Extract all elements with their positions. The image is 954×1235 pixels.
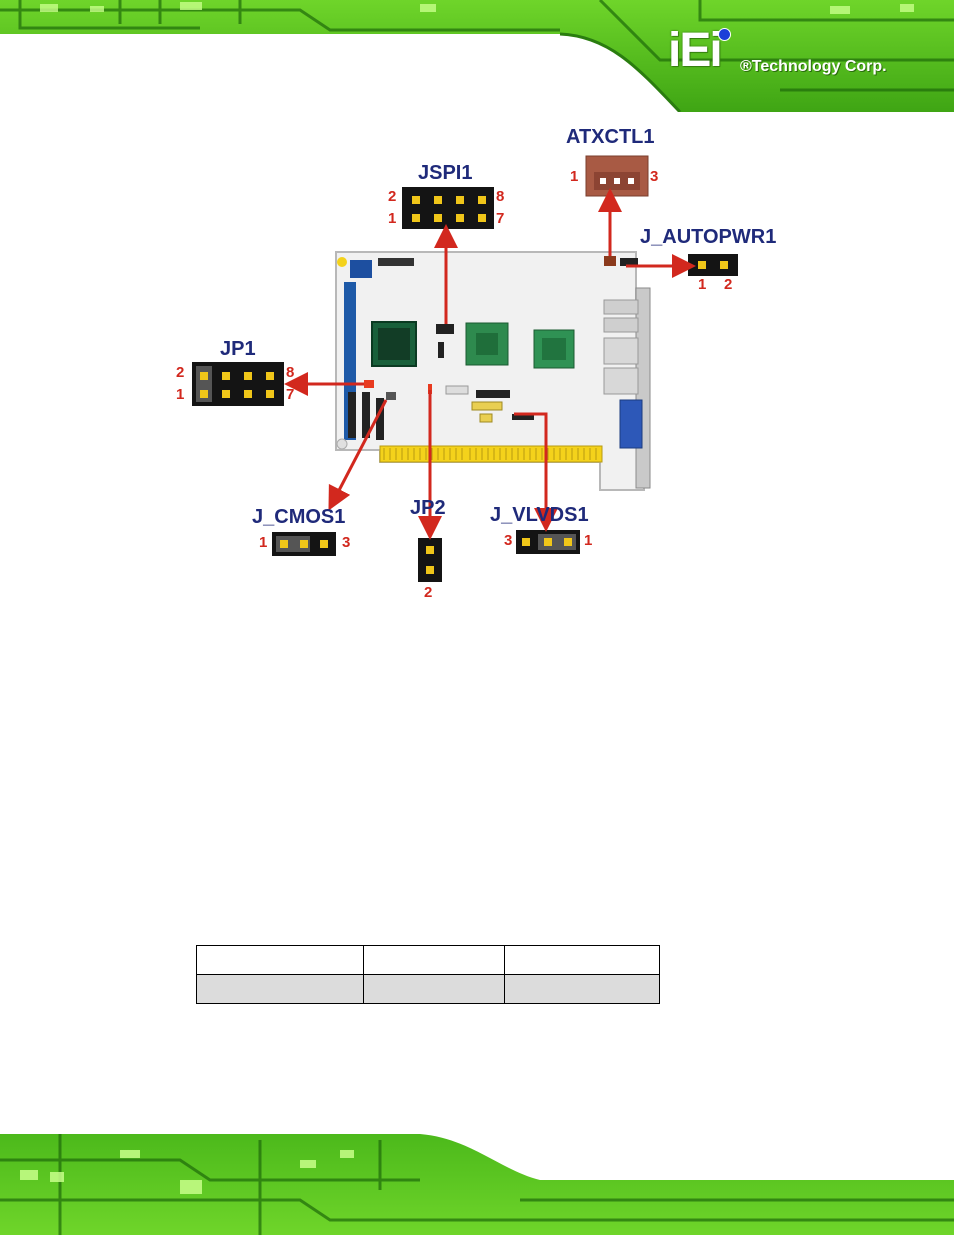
logo-text: ®Technology Corp. bbox=[740, 58, 887, 75]
footer-banner bbox=[0, 1120, 954, 1235]
table-row bbox=[196, 974, 660, 1004]
jp1-label: JP1 bbox=[220, 338, 256, 360]
jp1-pin-1: 1 bbox=[176, 386, 185, 403]
table-cell bbox=[196, 974, 364, 1004]
j-cmos1-pin-1: 1 bbox=[259, 534, 268, 551]
j-autopwr1-pin-1: 1 bbox=[698, 276, 707, 293]
j-cmos1-pin-3: 3 bbox=[342, 534, 351, 551]
j-vlvds1-pin-1: 1 bbox=[584, 532, 593, 549]
j-autopwr1-header-icon bbox=[688, 254, 738, 276]
jp1-pin-2: 2 bbox=[176, 364, 185, 381]
jspi1-pin-8: 8 bbox=[496, 188, 505, 205]
table-cell bbox=[504, 945, 660, 975]
j-autopwr1-pin-2: 2 bbox=[724, 276, 733, 293]
table-cell bbox=[196, 945, 364, 975]
jspi1-pin-1: 1 bbox=[388, 210, 397, 227]
board-illustration bbox=[192, 155, 738, 582]
footer-pcb-art bbox=[0, 1134, 954, 1235]
header-banner: iEi ®Technology Corp. bbox=[0, 0, 954, 112]
jp2-pin-2: 2 bbox=[424, 584, 433, 601]
company-logo: iEi ®Technology Corp. bbox=[668, 26, 928, 82]
logo-dot-icon bbox=[718, 28, 731, 41]
table-cell bbox=[363, 974, 505, 1004]
single-board-computer bbox=[335, 251, 651, 491]
j-cmos1-label: J_CMOS1 bbox=[252, 506, 346, 528]
j-vlvds1-pin-3: 3 bbox=[504, 532, 513, 549]
jp1-header-icon bbox=[192, 362, 284, 406]
jp2-label: JP2 bbox=[410, 497, 446, 519]
jp1-pin-8: 8 bbox=[286, 364, 295, 381]
jp2-pin-1: 1 bbox=[424, 516, 433, 533]
table-header-row bbox=[196, 945, 660, 975]
jspi1-pin-2: 2 bbox=[388, 188, 397, 205]
jumper-location-diagram: ATXCTL1 1 3 JSPI1 2 8 1 7 J_AUTOPWR1 1 2… bbox=[176, 126, 777, 601]
atxctl1-label: ATXCTL1 bbox=[566, 126, 655, 148]
j-autopwr1-label: J_AUTOPWR1 bbox=[640, 226, 777, 248]
jp2-header-icon bbox=[418, 538, 442, 582]
atxctl1-connector-icon bbox=[585, 155, 649, 197]
callout-arrows bbox=[284, 188, 696, 540]
jumper-settings-table bbox=[196, 945, 660, 1004]
jspi1-label: JSPI1 bbox=[418, 162, 473, 184]
jp1-pin-7: 7 bbox=[286, 386, 295, 403]
header-pcb-art bbox=[0, 0, 954, 112]
jspi1-pin-7: 7 bbox=[496, 210, 505, 227]
jspi1-header-icon bbox=[402, 187, 494, 229]
table-cell bbox=[504, 974, 660, 1004]
j-vlvds1-label: J_VLVDS1 bbox=[490, 504, 589, 526]
atxctl1-pin-3: 3 bbox=[650, 168, 659, 185]
j-vlvds1-header-icon bbox=[516, 530, 580, 554]
logo-mark: iEi bbox=[668, 24, 723, 77]
j-cmos1-header-icon bbox=[272, 532, 336, 556]
table-cell bbox=[363, 945, 505, 975]
atxctl1-pin-1: 1 bbox=[570, 168, 579, 185]
